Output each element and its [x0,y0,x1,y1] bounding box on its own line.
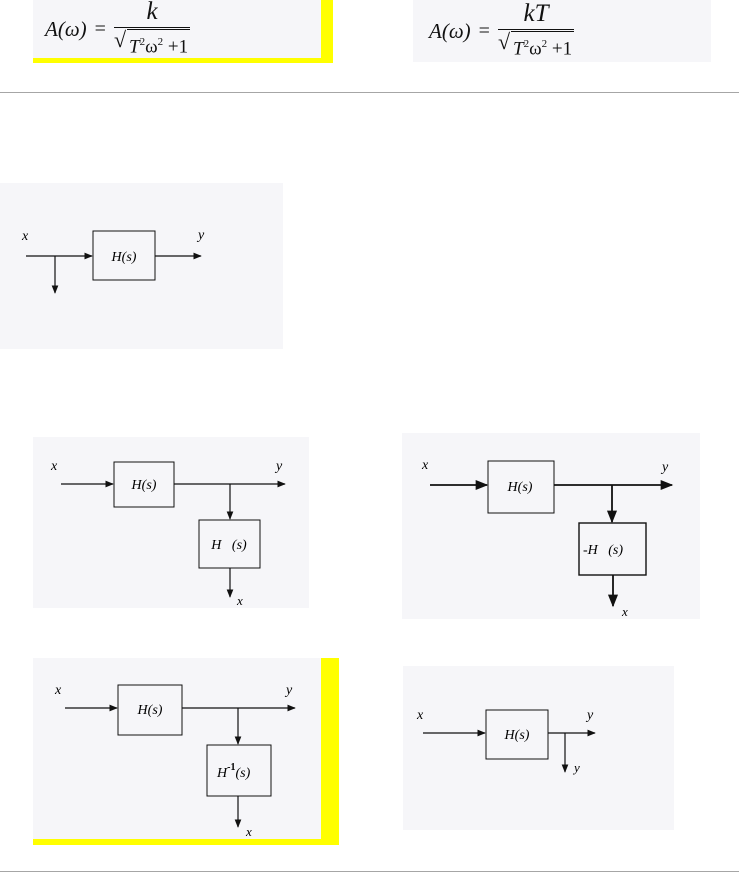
block-diagram-4: x H(s) y H-1(s) x [33,658,339,845]
formula-lhs: A(ω) [429,18,471,43]
input-label: x [50,459,58,474]
output-label: y [274,459,283,474]
formula-denominator: √ T2ω2 +1 [113,27,191,58]
diagram-svg: x H(s) y H (s) x [50,459,286,608]
inverse-block [578,522,647,576]
inverse-output-label: x [621,604,628,619]
formula-numerator: k [146,0,158,26]
inverse-output-label: x [245,824,252,839]
block-label: H(s) [504,728,530,743]
block-label: H(s) [137,703,163,718]
diagram-svg: x H(s) y [21,228,205,294]
formula-equals: = [478,19,490,42]
block-label: H(s) [131,478,157,493]
formula-lhs: A(ω) [45,16,87,41]
formula-card-2: A(ω) = kT √ T2ω2 +1 [413,0,711,62]
inverse-block [206,744,272,797]
inverse-block-label: H (s) [210,538,247,553]
inverse-block [198,519,261,569]
input-label: x [21,229,29,244]
block-diagram-1: x H(s) y [0,183,283,349]
inverse-output-label: x [236,593,243,608]
sqrt-body: T2ω2 +1 [511,31,575,60]
input-label: x [421,458,429,473]
formula-denominator: √ T2ω2 +1 [497,29,575,60]
transfer-block [92,230,156,281]
fraction-bar [497,29,575,31]
formula-fraction: k √ T2ω2 +1 [113,0,191,59]
transfer-block [117,684,183,736]
formula-equals: = [94,17,106,40]
inverse-block-label: H-1(s) [216,762,251,781]
output-label: y [284,683,293,698]
output-label: y [660,460,669,475]
transfer-block [485,709,549,760]
formula-card-1: A(ω) = k √ T2ω2 +1 [33,0,333,63]
tap-output-label: y [572,760,580,775]
formula-numerator: kT [523,0,549,28]
formula-fraction: kT √ T2ω2 +1 [497,0,575,60]
section-divider [0,92,739,93]
output-label: y [196,228,205,243]
input-label: x [416,708,424,723]
sqrt-icon: √ [113,27,127,53]
diagram-svg: x H(s) y H-1(s) x [54,683,296,839]
block-diagram-5: x H(s) y y [403,666,674,830]
inverse-block-label: -H (s) [583,543,623,558]
block-diagram-2: x H(s) y H (s) x [33,437,309,608]
sqrt-icon: √ [497,29,511,55]
input-label: x [54,683,62,698]
block-label: H(s) [507,480,533,495]
fraction-bar [113,27,191,29]
diagram-svg: x H(s) y -H (s) x [421,458,674,619]
block-label: H(s) [111,250,137,265]
output-label: y [585,708,594,723]
transfer-block [487,460,555,514]
bottom-divider [0,871,739,872]
diagram-svg: x H(s) y y [416,708,596,775]
sqrt-body: T2ω2 +1 [127,29,191,58]
block-diagram-3: x H(s) y -H (s) x [402,433,700,619]
